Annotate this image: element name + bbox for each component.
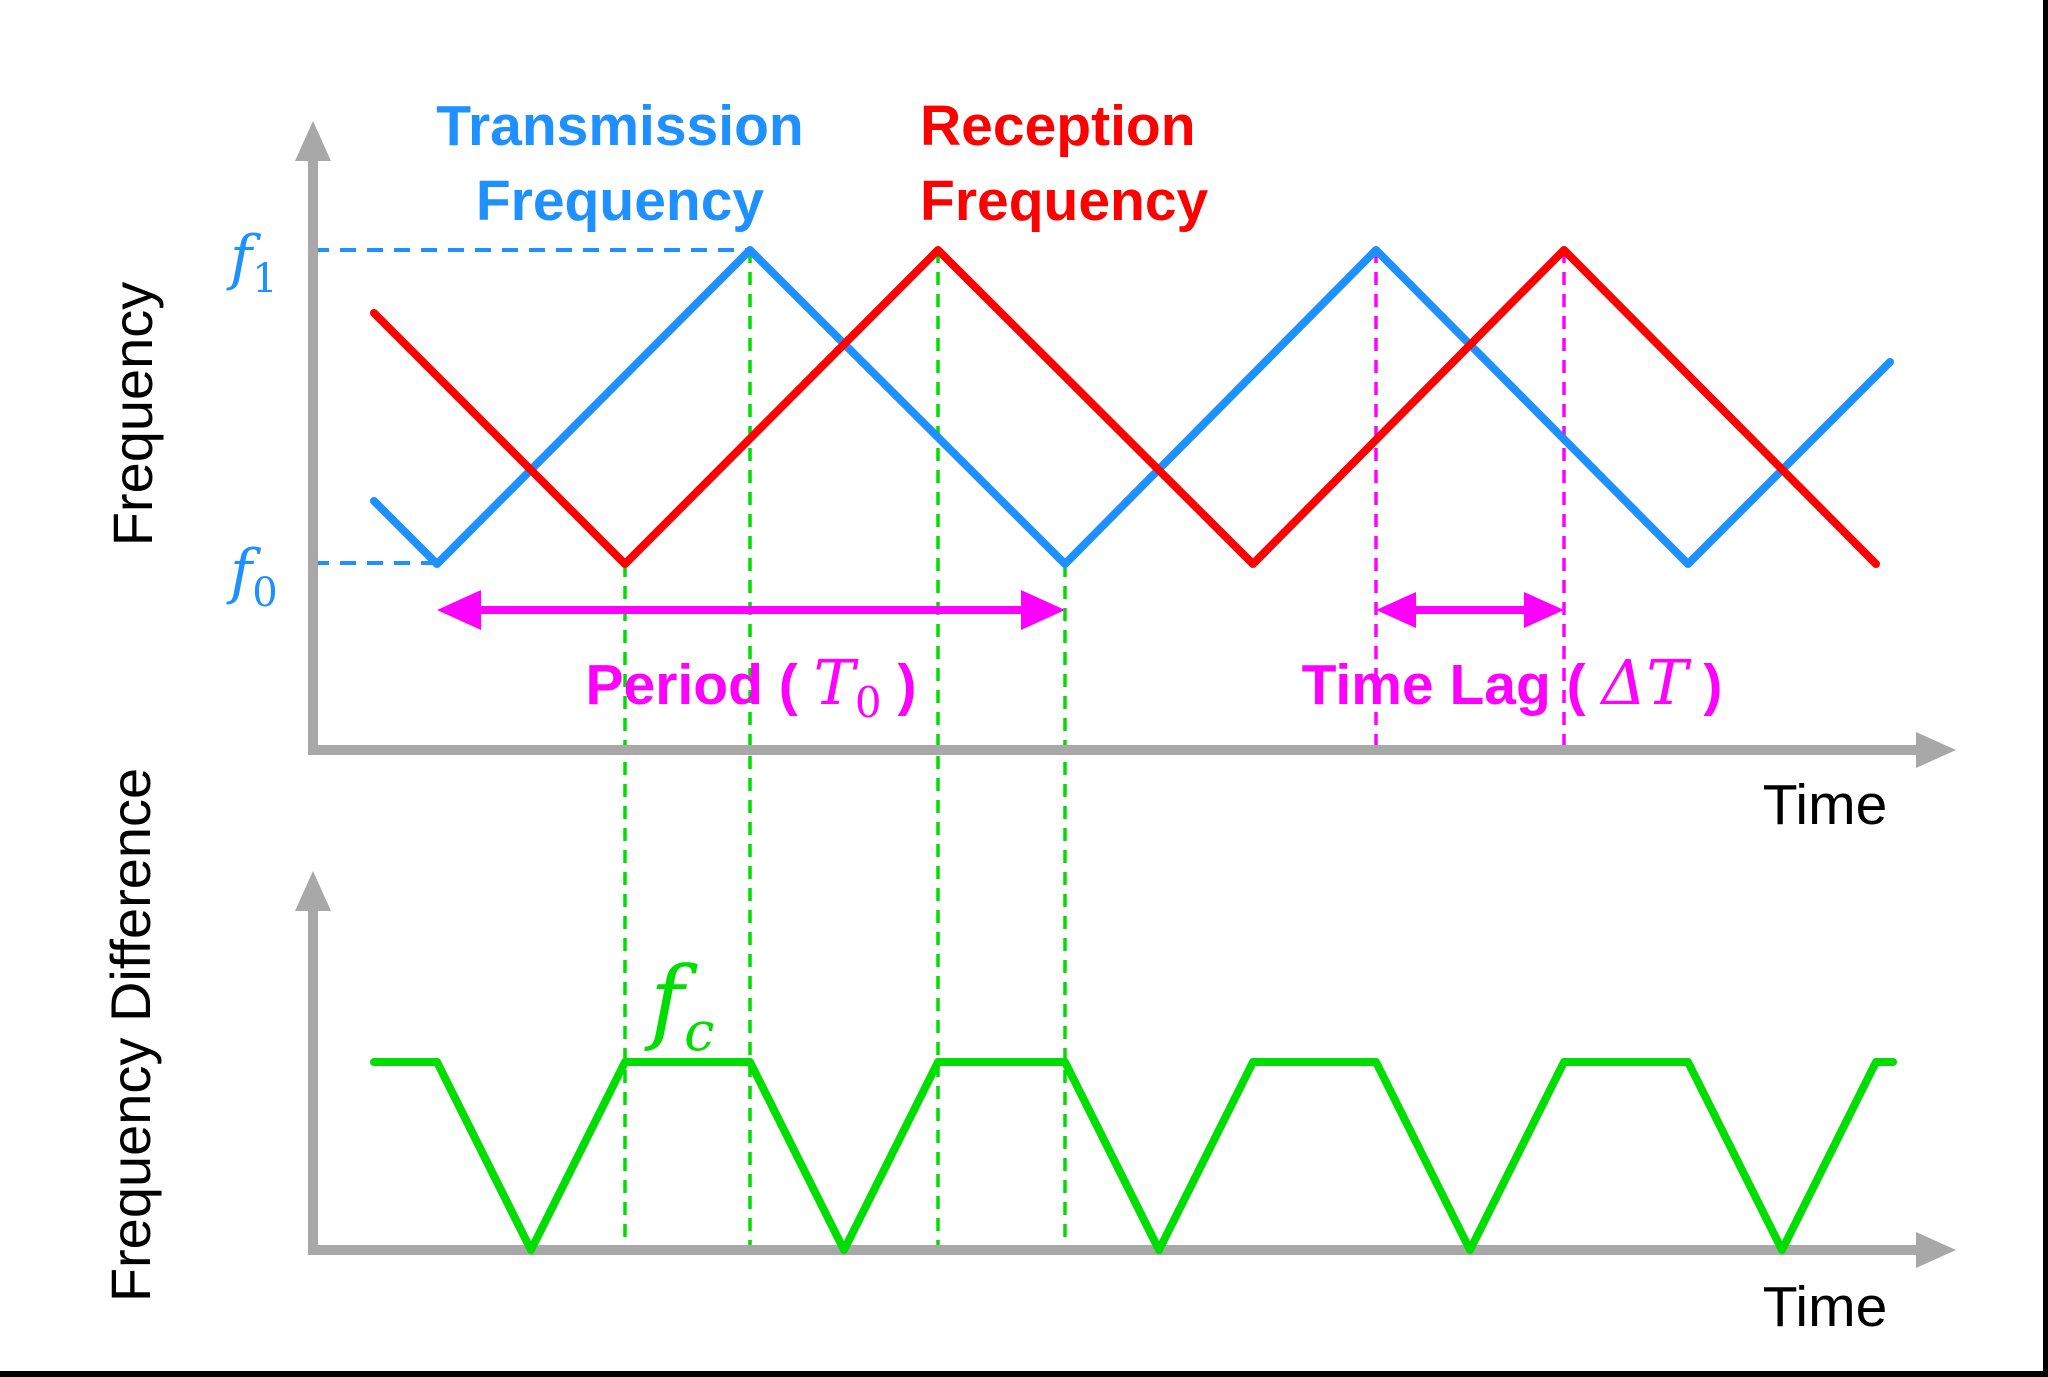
- reception-frequency-wave: [370, 246, 1880, 568]
- bottom-y-axis-title: Frequency Difference: [99, 768, 162, 1302]
- time-lag-arrow-right-head-icon: [1524, 592, 1564, 628]
- top-x-axis-title: Time: [1763, 773, 1888, 837]
- period-arrow-left-head-icon: [437, 590, 481, 630]
- bottom-edge-bar: [0, 1371, 2048, 1377]
- bottom-x-axis-arrowhead-icon: [1916, 1232, 1956, 1268]
- top-y-axis-arrowhead-icon: [295, 121, 331, 161]
- reception-label-line1: Reception: [920, 94, 1196, 158]
- transmission-frequency-wave: [370, 246, 1894, 568]
- time-lag-annotation-label: Time Lag ( ΔT ): [1302, 646, 1723, 719]
- f0-tick-label: f0: [226, 537, 278, 616]
- time-lag-arrow-left-head-icon: [1376, 592, 1416, 628]
- frequency-difference-wave: [370, 1058, 1897, 1254]
- guide-lines: [313, 248, 1566, 1250]
- f1-tick-label: f1: [226, 223, 278, 302]
- bottom-y-axis-arrowhead-icon: [295, 871, 331, 911]
- fc-label: fc: [644, 947, 714, 1063]
- top-y-axis-title: Frequency: [101, 282, 164, 547]
- period-arrow-right-head-icon: [1021, 590, 1065, 630]
- transmission-label-line1: Transmission: [436, 94, 803, 158]
- right-edge-bar: [2043, 0, 2048, 1377]
- transmission-label-line2: Frequency: [476, 169, 765, 233]
- time-lag-arrow: [1376, 592, 1564, 628]
- bottom-x-axis-title: Time: [1763, 1275, 1888, 1339]
- bottom-chart-axes: [295, 871, 1956, 1268]
- period-arrow: [437, 590, 1065, 630]
- period-annotation-label: Period ( T0 ): [586, 646, 917, 727]
- reception-label-line2: Frequency: [920, 169, 1209, 233]
- top-chart-axes: [295, 121, 1956, 768]
- top-x-axis-arrowhead-icon: [1916, 732, 1956, 768]
